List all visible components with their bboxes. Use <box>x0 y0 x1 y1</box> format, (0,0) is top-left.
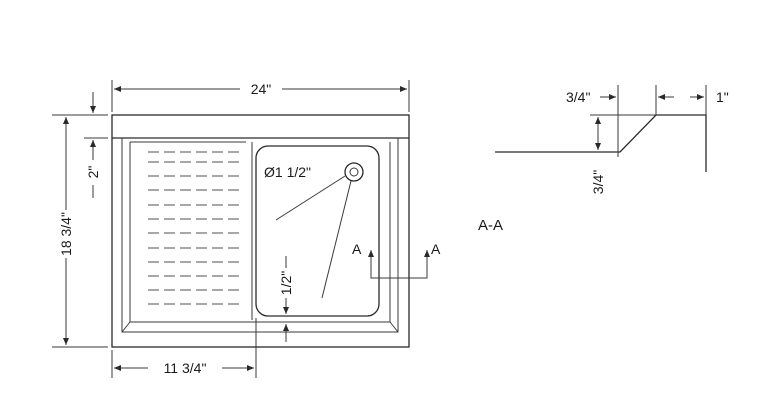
drain-inner <box>349 167 359 177</box>
sink-outline <box>111 114 410 348</box>
drainboard-label: 11 3/4" <box>164 360 207 376</box>
dimension-width <box>111 80 410 112</box>
dimension-height <box>52 114 108 348</box>
section-view <box>495 85 707 172</box>
drain-outer <box>344 162 364 182</box>
top-offset-label: 2" <box>85 166 101 179</box>
bowl-depth-label: 1/2" <box>278 271 294 295</box>
section-cut-marker <box>368 250 430 279</box>
sink-bowl <box>255 145 380 317</box>
width-label: 24" <box>251 81 272 97</box>
dimension-top-offset <box>84 92 108 198</box>
section-title: A-A <box>478 217 503 234</box>
drainboard-grooves <box>148 151 240 305</box>
inner-frame <box>121 138 399 333</box>
section-marker-right: A <box>431 241 441 257</box>
section-profile <box>495 114 707 172</box>
section-marker-left: A <box>352 241 362 257</box>
section-dim-right: 1" <box>716 89 729 105</box>
section-dim-vertical: 3/4" <box>590 170 606 194</box>
height-label: 18 3/4" <box>58 212 74 256</box>
drain-diameter-label: Ø1 1/2" <box>264 164 311 180</box>
section-dim-left: 3/4" <box>566 89 590 105</box>
plan-view <box>111 114 430 348</box>
dimension-drainboard <box>111 318 257 378</box>
